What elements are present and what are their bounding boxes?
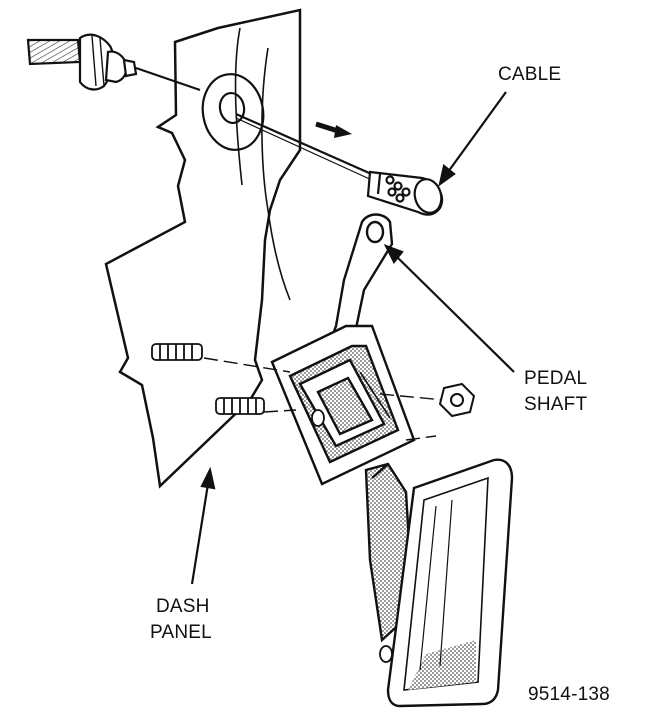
direction-arrow (315, 121, 352, 138)
pedal-shaft (324, 213, 394, 364)
label-pedal: PEDAL (524, 368, 587, 389)
mounting-studs (151, 343, 265, 415)
panel-contours (234, 27, 291, 301)
cable-housing (26, 33, 138, 91)
label-dash: DASH (156, 596, 210, 617)
mounting-nut (438, 382, 476, 418)
leader-pedal-shaft (383, 243, 515, 373)
label-cable: CABLE (498, 64, 561, 85)
leader-dash-panel (190, 466, 216, 585)
dash-panel (104, 8, 302, 489)
leader-cable (438, 91, 507, 187)
cable-end-fitting (366, 170, 444, 216)
figure-code: 9514-138 (528, 684, 610, 705)
pedal-bracket (270, 324, 416, 486)
cable-grommet (201, 73, 265, 151)
label-panel: PANEL (150, 622, 212, 643)
pedal-pad (379, 458, 514, 708)
stud-upper (151, 343, 203, 361)
cable-wire (135, 67, 377, 182)
label-shaft: SHAFT (524, 394, 587, 415)
alignment-lines (203, 357, 445, 441)
stud-lower (215, 397, 265, 415)
